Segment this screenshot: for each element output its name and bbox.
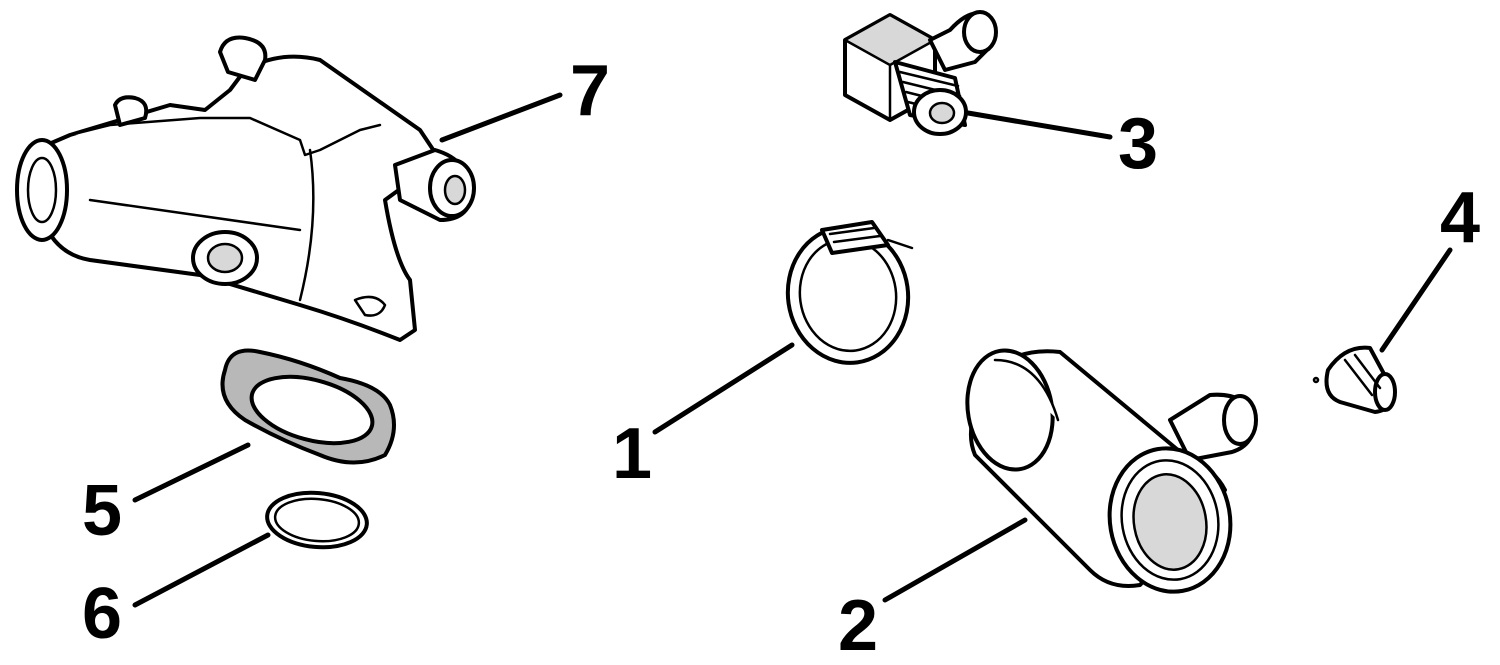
leader-line-7 (439, 92, 563, 143)
leader-line-2 (882, 517, 1028, 603)
thermostat-housing-icon (15, 35, 476, 342)
hose-tee-icon (965, 348, 1258, 594)
callout-3: 3 (1118, 104, 1158, 184)
leader-line-5 (132, 442, 251, 503)
leader-line-1 (652, 342, 795, 435)
elbow-fitting-icon (843, 10, 998, 136)
callout-4: 4 (1440, 178, 1480, 258)
callout-1: 1 (612, 414, 652, 494)
callout-7: 7 (570, 51, 610, 131)
callout-5: 5 (82, 471, 122, 551)
callout-6: 6 (82, 574, 122, 654)
gasket-icon (220, 348, 396, 465)
leader-line-3 (965, 110, 1113, 140)
hose-clamp-icon (785, 220, 914, 365)
leader-line-6 (132, 532, 271, 608)
leader-line-4 (1379, 247, 1453, 353)
callout-2: 2 (838, 586, 878, 665)
cap-icon (1312, 345, 1397, 414)
o-ring-icon (265, 490, 369, 550)
